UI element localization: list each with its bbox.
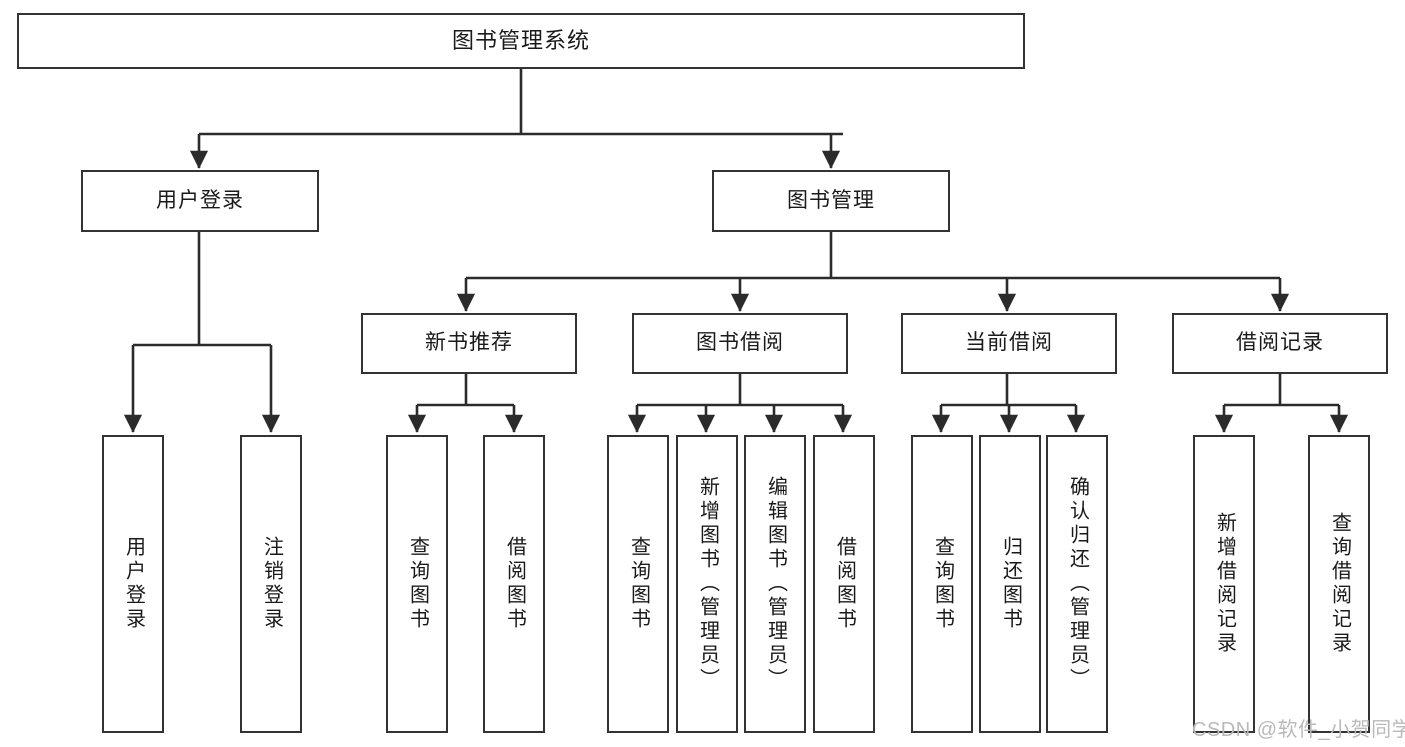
node-borrow-record[interactable]: 借阅记录 — [1172, 313, 1388, 374]
node-label: 归还图书 — [999, 536, 1022, 632]
leaf-borrow-book-recommend[interactable]: 借阅图书 — [483, 435, 545, 733]
node-label: 图书管理系统 — [451, 28, 590, 54]
leaf-user-login[interactable]: 用户登录 — [102, 435, 164, 733]
node-label: 借阅图书 — [503, 536, 526, 632]
node-label: 借阅记录 — [1236, 331, 1324, 355]
leaf-edit-book-admin[interactable]: 编辑图书（管理员） — [744, 435, 806, 733]
leaf-logout[interactable]: 注销登录 — [240, 435, 302, 733]
node-root-book-management-system[interactable]: 图书管理系统 — [17, 13, 1025, 69]
leaf-add-book-admin[interactable]: 新增图书（管理员） — [676, 435, 738, 733]
node-label: 确认归还（管理员） — [1066, 476, 1089, 692]
node-current-borrow[interactable]: 当前借阅 — [901, 313, 1117, 374]
node-label: 用户登录 — [122, 536, 145, 632]
node-label: 查询图书 — [627, 536, 650, 632]
node-label: 当前借阅 — [965, 331, 1053, 355]
node-label: 用户登录 — [156, 188, 244, 212]
node-label: 编辑图书（管理员） — [764, 476, 787, 692]
node-user-login[interactable]: 用户登录 — [81, 170, 319, 232]
leaf-add-borrow-record[interactable]: 新增借阅记录 — [1193, 435, 1255, 733]
node-book-management[interactable]: 图书管理 — [712, 170, 950, 232]
csdn-watermark: CSDN @软件_小贺同学 — [1192, 719, 1405, 741]
leaf-confirm-return-admin[interactable]: 确认归还（管理员） — [1046, 435, 1108, 733]
node-book-borrow[interactable]: 图书借阅 — [632, 313, 848, 374]
node-label: 图书管理 — [787, 188, 875, 212]
leaf-query-book-current[interactable]: 查询图书 — [911, 435, 973, 733]
node-label: 查询图书 — [931, 536, 954, 632]
leaf-query-borrow-record[interactable]: 查询借阅记录 — [1308, 435, 1370, 733]
leaf-return-book[interactable]: 归还图书 — [979, 435, 1041, 733]
node-label: 借阅图书 — [833, 536, 856, 632]
node-label: 查询图书 — [406, 536, 429, 632]
node-label: 新增借阅记录 — [1213, 512, 1236, 656]
leaf-query-book-recommend[interactable]: 查询图书 — [386, 435, 448, 733]
node-label: 查询借阅记录 — [1328, 512, 1351, 656]
node-label: 注销登录 — [260, 536, 283, 632]
leaf-query-book-borrow[interactable]: 查询图书 — [607, 435, 669, 733]
node-label: 图书借阅 — [696, 331, 784, 355]
node-new-book-recommend[interactable]: 新书推荐 — [361, 313, 577, 374]
leaf-borrow-book[interactable]: 借阅图书 — [813, 435, 875, 733]
node-label: 新书推荐 — [425, 331, 513, 355]
node-label: 新增图书（管理员） — [696, 476, 719, 692]
